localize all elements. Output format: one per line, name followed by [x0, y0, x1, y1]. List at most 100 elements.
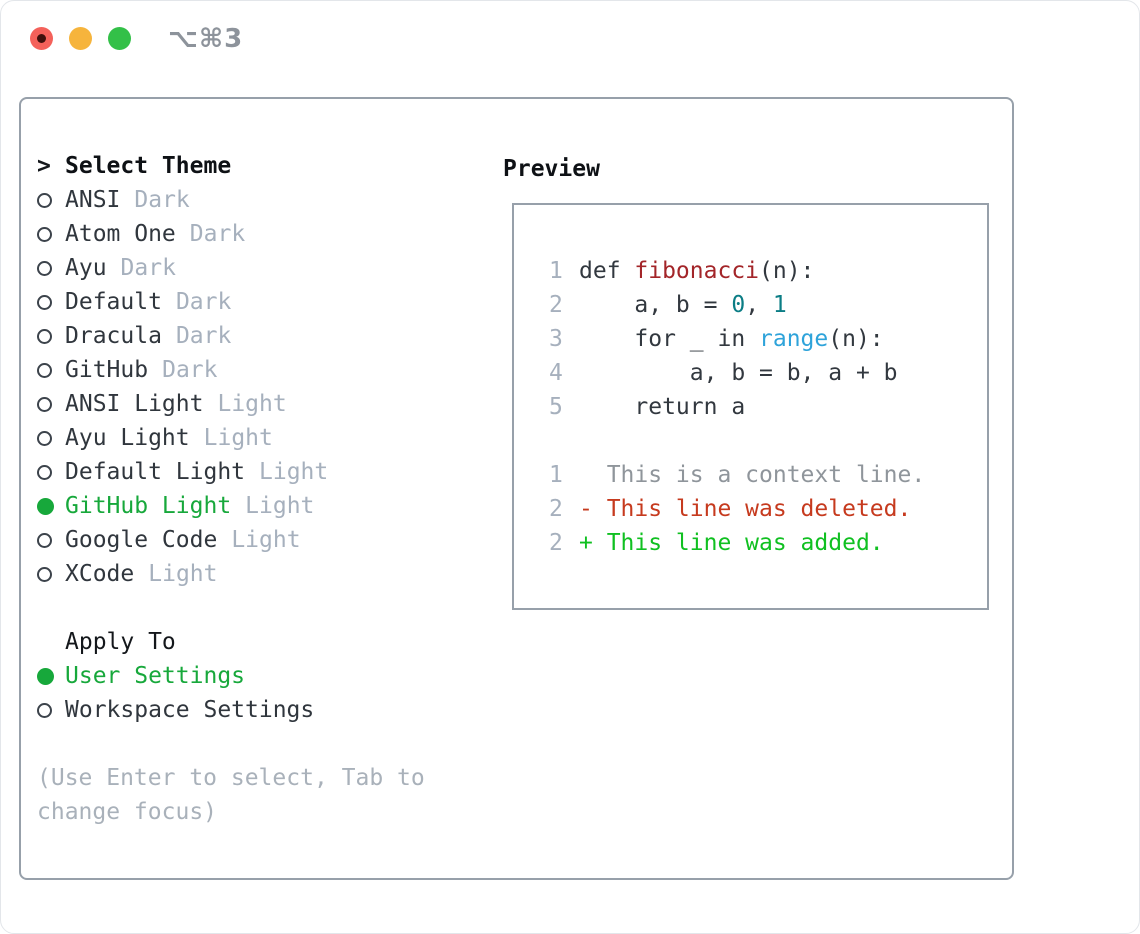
radio-icon: [37, 430, 65, 446]
code-token-added: + This line was added.: [579, 530, 884, 556]
theme-option[interactable]: Default Light Light: [37, 455, 425, 489]
code-line: 5 return a: [549, 390, 987, 424]
minimize-button-icon[interactable]: [69, 27, 92, 50]
prompt-icon: >: [37, 153, 65, 179]
code-token-code: return a: [579, 394, 746, 420]
code-token-code: ,: [745, 292, 773, 318]
option-variant: Dark: [175, 323, 232, 349]
option-variant: Light: [231, 527, 301, 553]
line-number: [549, 424, 579, 458]
radio-icon: [37, 192, 65, 208]
prompt-char: >: [37, 153, 51, 179]
code-line: [549, 424, 987, 458]
theme-option[interactable]: Dracula Dark: [37, 319, 425, 353]
code-token-code: (n):: [759, 258, 815, 284]
option-variant: Dark: [120, 255, 176, 281]
code-line: 1 def fibonacci(n):: [549, 254, 987, 288]
line-number: 1: [549, 462, 563, 488]
code-token-context: This is a context line.: [579, 462, 926, 488]
code-token-number: 1: [772, 292, 787, 318]
radio-icon: [37, 260, 65, 276]
option-label: Atom One: [65, 221, 176, 247]
radio-icon: [37, 532, 65, 548]
code-token-code: (n):: [828, 326, 884, 352]
option-label: ANSI: [65, 187, 121, 213]
code-line: 3 for _ in range(n):: [549, 322, 987, 356]
code-token-code: a, b = b, a + b: [579, 360, 898, 386]
code-line: 2 a, b = 0, 1: [549, 288, 987, 322]
line-number: 5: [549, 394, 563, 420]
radio-icon: [37, 497, 65, 515]
option-variant: Dark: [175, 289, 232, 315]
radio-icon: [37, 396, 65, 412]
radio-icon: [37, 328, 65, 344]
code-token-builtin: range: [759, 326, 829, 352]
radio-icon: [37, 566, 65, 582]
close-button-icon[interactable]: [30, 27, 53, 50]
radio-icon: [37, 702, 65, 718]
option-label: Dracula: [65, 323, 162, 349]
option-variant: Dark: [134, 187, 190, 213]
theme-option[interactable]: Atom One Dark: [37, 217, 425, 251]
code-token-keyword: def: [579, 258, 635, 284]
line-number: 2: [549, 292, 563, 318]
spacer: [37, 727, 425, 761]
theme-option[interactable]: Default Dark: [37, 285, 425, 319]
option-label: GitHub: [65, 357, 149, 383]
spacer: [37, 591, 425, 625]
apply-to-option[interactable]: User Settings: [37, 659, 425, 693]
option-label: User Settings: [65, 663, 246, 689]
option-variant: Light: [217, 391, 287, 417]
code-token-code: a, b =: [579, 292, 732, 318]
code-token-code: for _ in: [579, 326, 760, 352]
theme-option[interactable]: Google Code Light: [37, 523, 425, 557]
line-number: 2: [549, 496, 563, 522]
theme-option[interactable]: Ayu Light Light: [37, 421, 425, 455]
theme-option[interactable]: GitHub Light Light: [37, 489, 425, 523]
option-label: GitHub Light: [65, 493, 232, 519]
apply-to-label: Apply To: [65, 629, 176, 655]
theme-option[interactable]: Ayu Dark: [37, 251, 425, 285]
code-line: 2 - This line was deleted.: [549, 492, 987, 526]
line-number: 1: [549, 258, 563, 284]
option-label: Ayu Light: [65, 425, 190, 451]
hint-line-2: change focus): [37, 799, 218, 825]
radio-icon: [37, 226, 65, 242]
select-theme-label: Select Theme: [65, 153, 232, 179]
radio-icon: [37, 667, 65, 685]
maximize-button-icon[interactable]: [108, 27, 131, 50]
line-number: 2: [549, 530, 563, 556]
theme-option[interactable]: ANSI Dark: [37, 183, 425, 217]
code-token-deleted: - This line was deleted.: [579, 496, 912, 522]
preview-header: Preview: [503, 156, 600, 182]
option-variant: Light: [245, 493, 315, 519]
option-label: Workspace Settings: [65, 697, 315, 723]
apply-to-header: Apply To: [37, 625, 425, 659]
radio-icon: [37, 362, 65, 378]
option-variant: Light: [203, 425, 273, 451]
option-label: Default Light: [65, 459, 246, 485]
code-token-function: fibonacci: [634, 258, 760, 284]
code-line: 2 + This line was added.: [549, 526, 987, 560]
option-variant: Dark: [189, 221, 246, 247]
option-label: Ayu: [65, 255, 107, 281]
option-label: Google Code: [65, 527, 218, 553]
line-number: 3: [549, 326, 563, 352]
option-variant: Light: [259, 459, 329, 485]
option-label: XCode: [65, 561, 135, 587]
select-theme-header: > Select Theme: [37, 149, 425, 183]
code-token-number: 0: [731, 292, 746, 318]
apply-to-option[interactable]: Workspace Settings: [37, 693, 425, 727]
code-line: 1 This is a context line.: [549, 458, 987, 492]
hint-line-1: (Use Enter to select, Tab to: [37, 765, 425, 791]
option-label: Default: [65, 289, 162, 315]
